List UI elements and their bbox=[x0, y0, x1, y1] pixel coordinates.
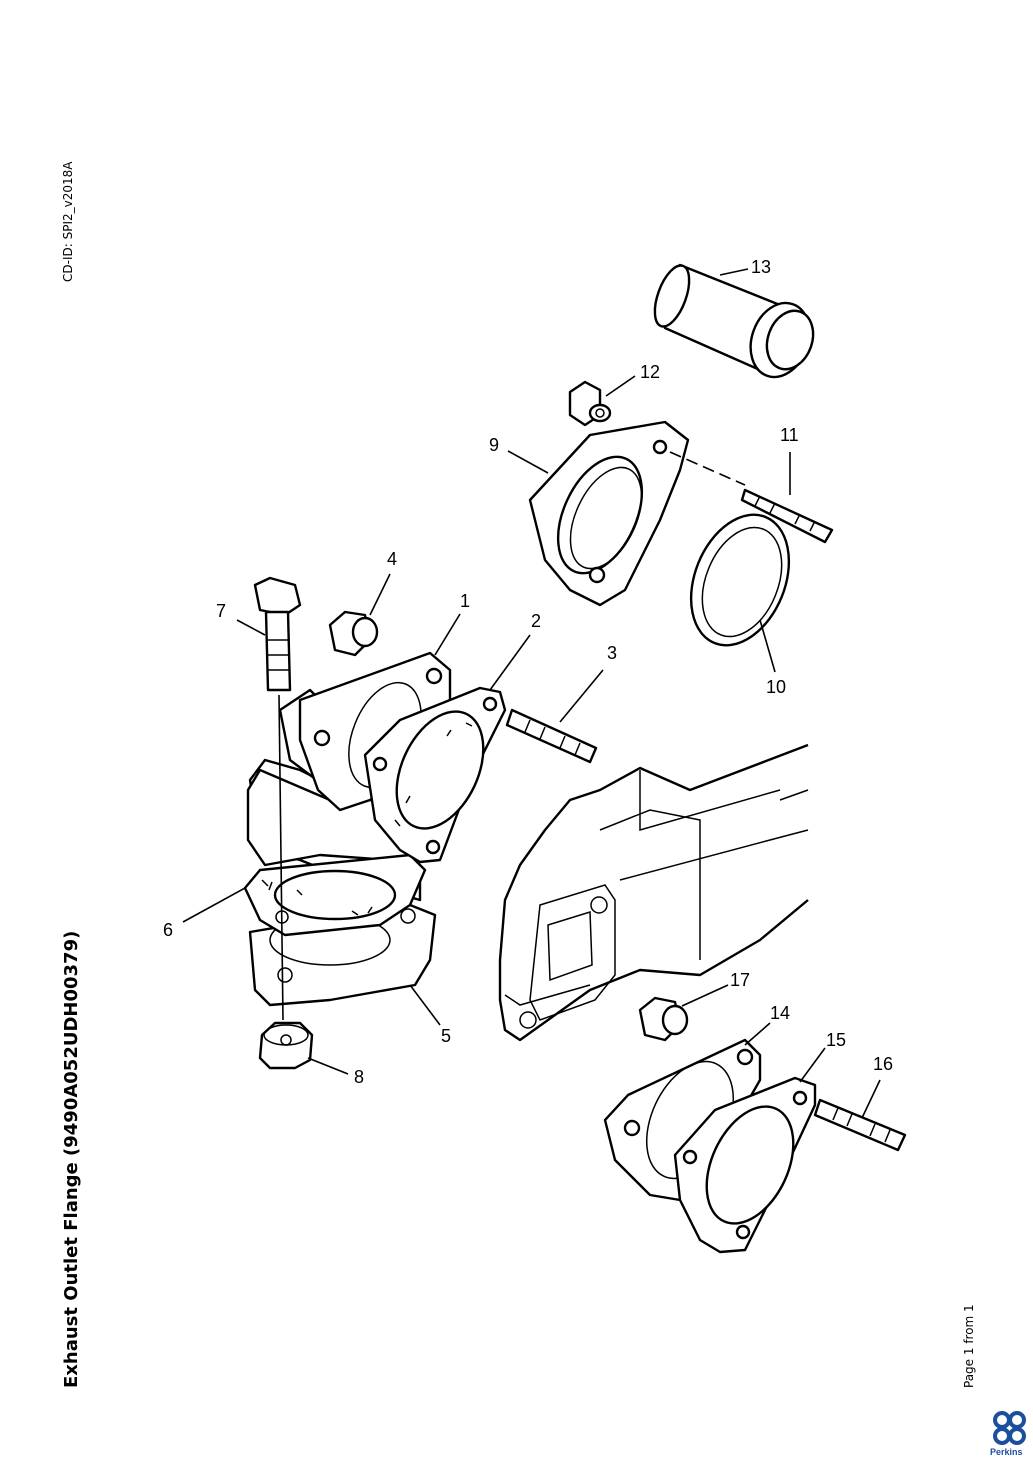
brand-name: Perkins bbox=[990, 1447, 1023, 1457]
cd-id-label: CD-ID: SPI2_v2018A bbox=[61, 161, 75, 282]
nut-part-8 bbox=[258, 1021, 314, 1070]
callout-labels: 1 2 3 4 5 6 7 8 9 10 11 12 13 14 15 16 1… bbox=[163, 257, 893, 1087]
callout-2: 2 bbox=[531, 611, 541, 631]
callout-6: 6 bbox=[163, 920, 173, 940]
callout-1: 1 bbox=[460, 591, 470, 611]
stud-part-16 bbox=[813, 1098, 907, 1152]
ring-gasket-part-10 bbox=[689, 513, 791, 647]
callout-7: 7 bbox=[216, 601, 226, 621]
perkins-logo-icon bbox=[993, 1411, 1026, 1445]
gasket-part-2 bbox=[363, 686, 507, 864]
callout-9: 9 bbox=[489, 435, 499, 455]
leader-lines bbox=[182, 268, 881, 1119]
callout-14: 14 bbox=[770, 1003, 790, 1023]
callout-17: 17 bbox=[730, 970, 750, 990]
page-indicator: Page 1 from 1 bbox=[962, 1304, 976, 1388]
callout-13: 13 bbox=[751, 257, 771, 277]
callout-11: 11 bbox=[780, 425, 799, 445]
callout-8: 8 bbox=[354, 1067, 364, 1087]
tube-part-13 bbox=[653, 263, 815, 379]
exhaust-manifold bbox=[498, 743, 809, 1042]
callout-10: 10 bbox=[766, 677, 786, 697]
callout-4: 4 bbox=[387, 549, 397, 569]
nut-part-12 bbox=[568, 380, 612, 427]
gasket-part-6 bbox=[243, 853, 427, 937]
page-title: Exhaust Outlet Flange (9490A052UDH00379) bbox=[61, 930, 82, 1388]
stud-part-11 bbox=[669, 451, 834, 544]
gasket-part-15 bbox=[673, 1076, 817, 1254]
callout-15: 15 bbox=[826, 1030, 846, 1050]
callout-12: 12 bbox=[640, 362, 660, 382]
nut-part-17 bbox=[638, 996, 689, 1042]
nut-part-4 bbox=[328, 610, 379, 657]
callout-3: 3 bbox=[607, 643, 617, 663]
callout-5: 5 bbox=[441, 1026, 451, 1046]
bolt-part-7 bbox=[253, 576, 302, 692]
stud-part-3 bbox=[505, 708, 598, 764]
callout-16: 16 bbox=[873, 1054, 893, 1074]
flange-part-9 bbox=[528, 420, 690, 607]
